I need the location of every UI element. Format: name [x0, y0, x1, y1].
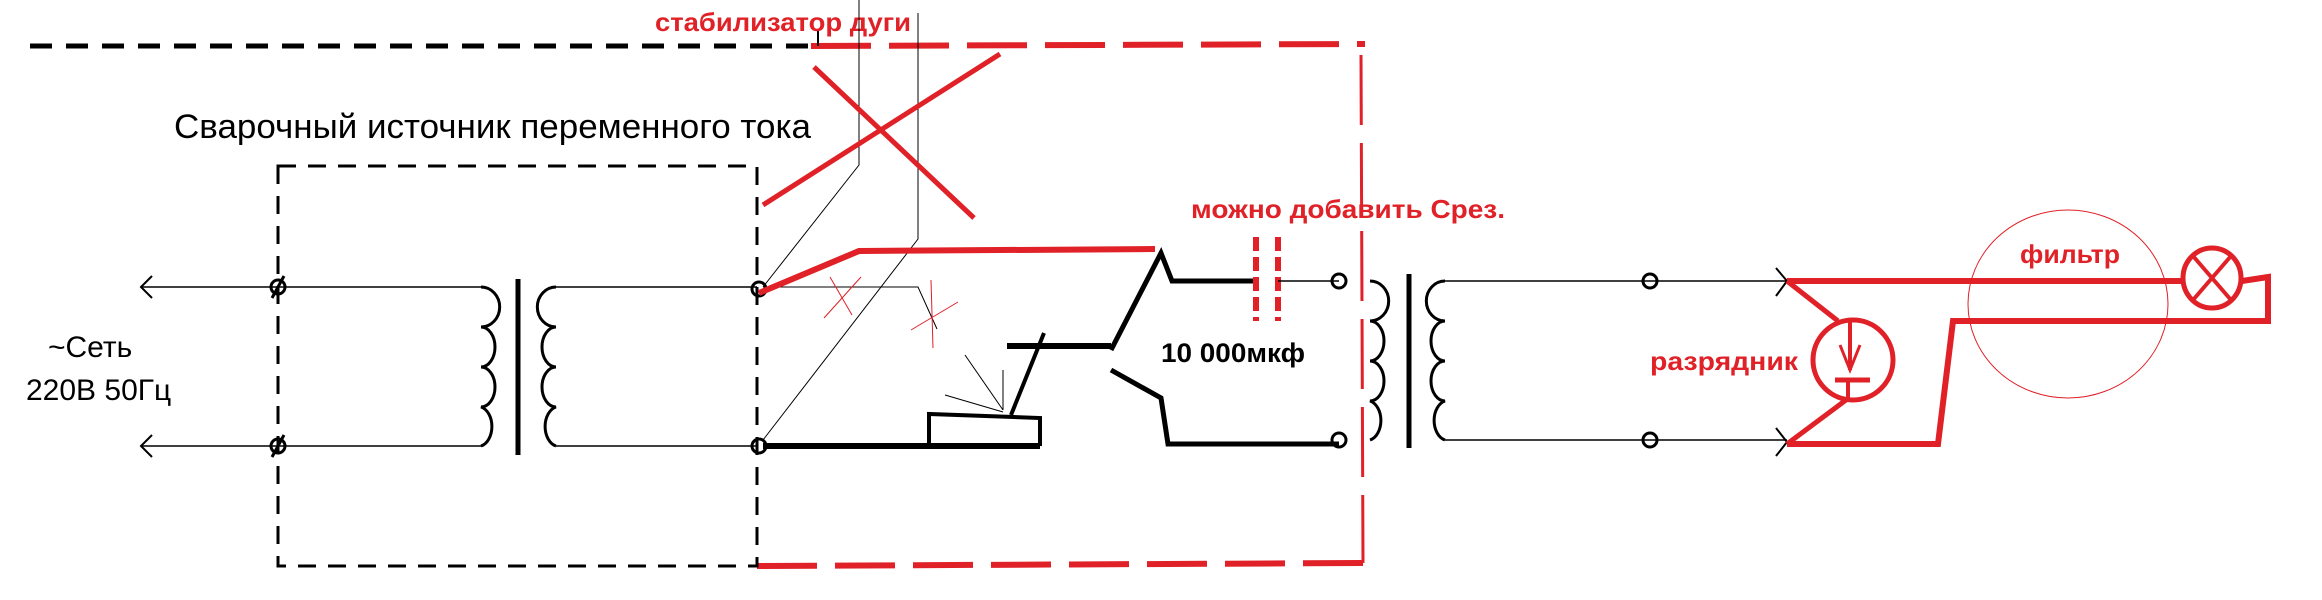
welding-electrode-icon: [763, 246, 1339, 449]
output-wiring: [1787, 273, 2271, 447]
filter-label: фильтр: [2020, 239, 2120, 269]
stabilizer-boundary-bottom: [756, 560, 1366, 569]
transformer-1-icon: [480, 279, 757, 455]
stabilizer-boundary-top: [810, 41, 1366, 49]
stabilizer-boundary-right: [1359, 54, 1365, 564]
output-terminals: [750, 280, 768, 455]
mains-voltage-label: 220В 50Гц: [26, 374, 171, 407]
arc-stabilizer-label: стабилизатор дуги: [655, 7, 911, 37]
new-wire-top: [757, 246, 1156, 296]
cross-out-mark: [761, 51, 1002, 349]
capacitor-icon: [1253, 237, 1339, 321]
lamp-icon: [2180, 245, 2244, 311]
welding-source-box: [276, 164, 759, 568]
terminal-icon: [269, 278, 287, 296]
terminal-icon: [1641, 431, 1659, 449]
terminal-icon: [269, 437, 287, 455]
mains-label: ~Сеть: [48, 331, 132, 364]
spark-gap-label: разрядник: [1650, 346, 1799, 376]
diagram-title: Сварочный источник переменного тока: [174, 108, 811, 146]
filter-outline: [1967, 209, 2169, 399]
capacitance-label: 10 000мкф: [1161, 338, 1305, 368]
terminal-icon: [1330, 431, 1348, 449]
add-capacitor-label: можно добавить Срез.: [1191, 194, 1505, 224]
arc-stabilizer-wiring: [762, 0, 938, 441]
spark-gap-icon: [1785, 279, 1896, 447]
terminal-icon: [1641, 272, 1659, 290]
terminal-icon: [1330, 272, 1348, 290]
mains-input: [139, 275, 483, 458]
